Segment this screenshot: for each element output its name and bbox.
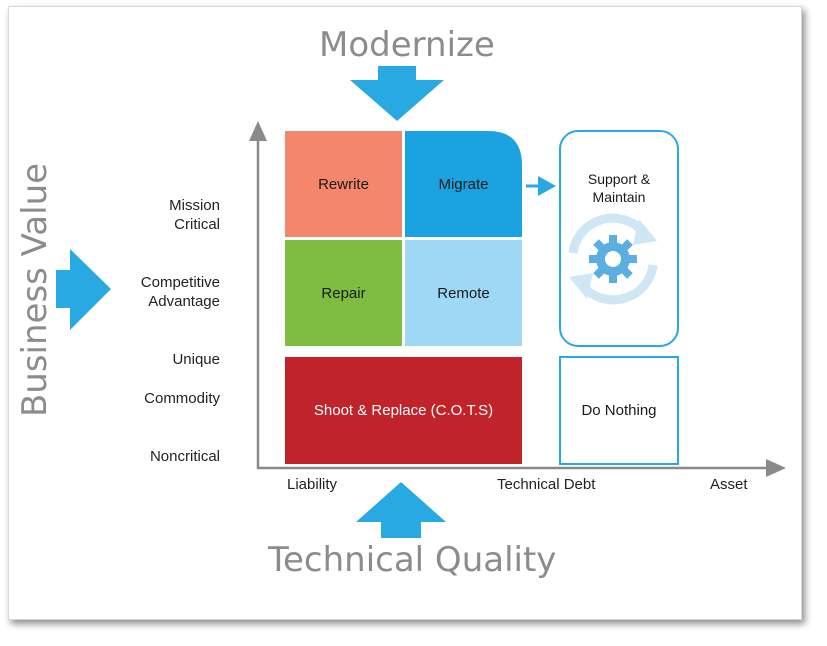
up-arrow-icon bbox=[356, 482, 446, 538]
support-maintain-box: Support & Maintain bbox=[560, 166, 678, 210]
y-axis bbox=[249, 121, 267, 469]
repair-label: Repair bbox=[321, 284, 366, 302]
y-label-competitive-advantage: Competitive Advantage bbox=[140, 274, 220, 310]
remote-label: Remote bbox=[437, 284, 490, 302]
migrate-box-shape bbox=[405, 131, 522, 237]
y-label-noncritical: Noncritical bbox=[149, 448, 220, 465]
down-arrow-icon bbox=[350, 66, 444, 121]
repair-box: Repair bbox=[285, 240, 402, 346]
x-axis bbox=[257, 459, 786, 477]
y-label-mission-critical: Mission Critical bbox=[169, 197, 220, 233]
migrate-to-support-arrow bbox=[526, 176, 556, 196]
title-technical-quality: Technical Quality bbox=[268, 540, 557, 580]
x-label-technical-debt: Technical Debt bbox=[497, 476, 596, 493]
title-modernize: Modernize bbox=[319, 25, 495, 65]
gear-cycle-icon bbox=[568, 213, 658, 305]
shoot-replace-label: Shoot & Replace (C.O.T.S) bbox=[313, 402, 494, 419]
do-nothing-label: Do Nothing bbox=[581, 402, 657, 419]
do-nothing-box: Do Nothing bbox=[560, 357, 678, 464]
title-business-value: Business Value bbox=[15, 162, 55, 418]
support-maintain-label: Support & Maintain bbox=[587, 171, 651, 205]
right-arrow-icon bbox=[56, 249, 111, 330]
x-label-asset: Asset bbox=[710, 476, 748, 493]
migrate-label: Migrate bbox=[438, 175, 489, 193]
rewrite-label: Rewrite bbox=[318, 175, 369, 193]
x-label-liability: Liability bbox=[287, 476, 338, 493]
do-nothing-outline bbox=[559, 356, 679, 465]
rewrite-box: Rewrite bbox=[285, 131, 402, 237]
migrate-box: Migrate bbox=[405, 131, 522, 237]
y-label-unique: Unique bbox=[172, 351, 220, 368]
remote-box: Remote bbox=[405, 240, 522, 346]
y-label-commodity: Commodity bbox=[144, 390, 220, 407]
shoot-replace-box: Shoot & Replace (C.O.T.S) bbox=[285, 357, 522, 464]
